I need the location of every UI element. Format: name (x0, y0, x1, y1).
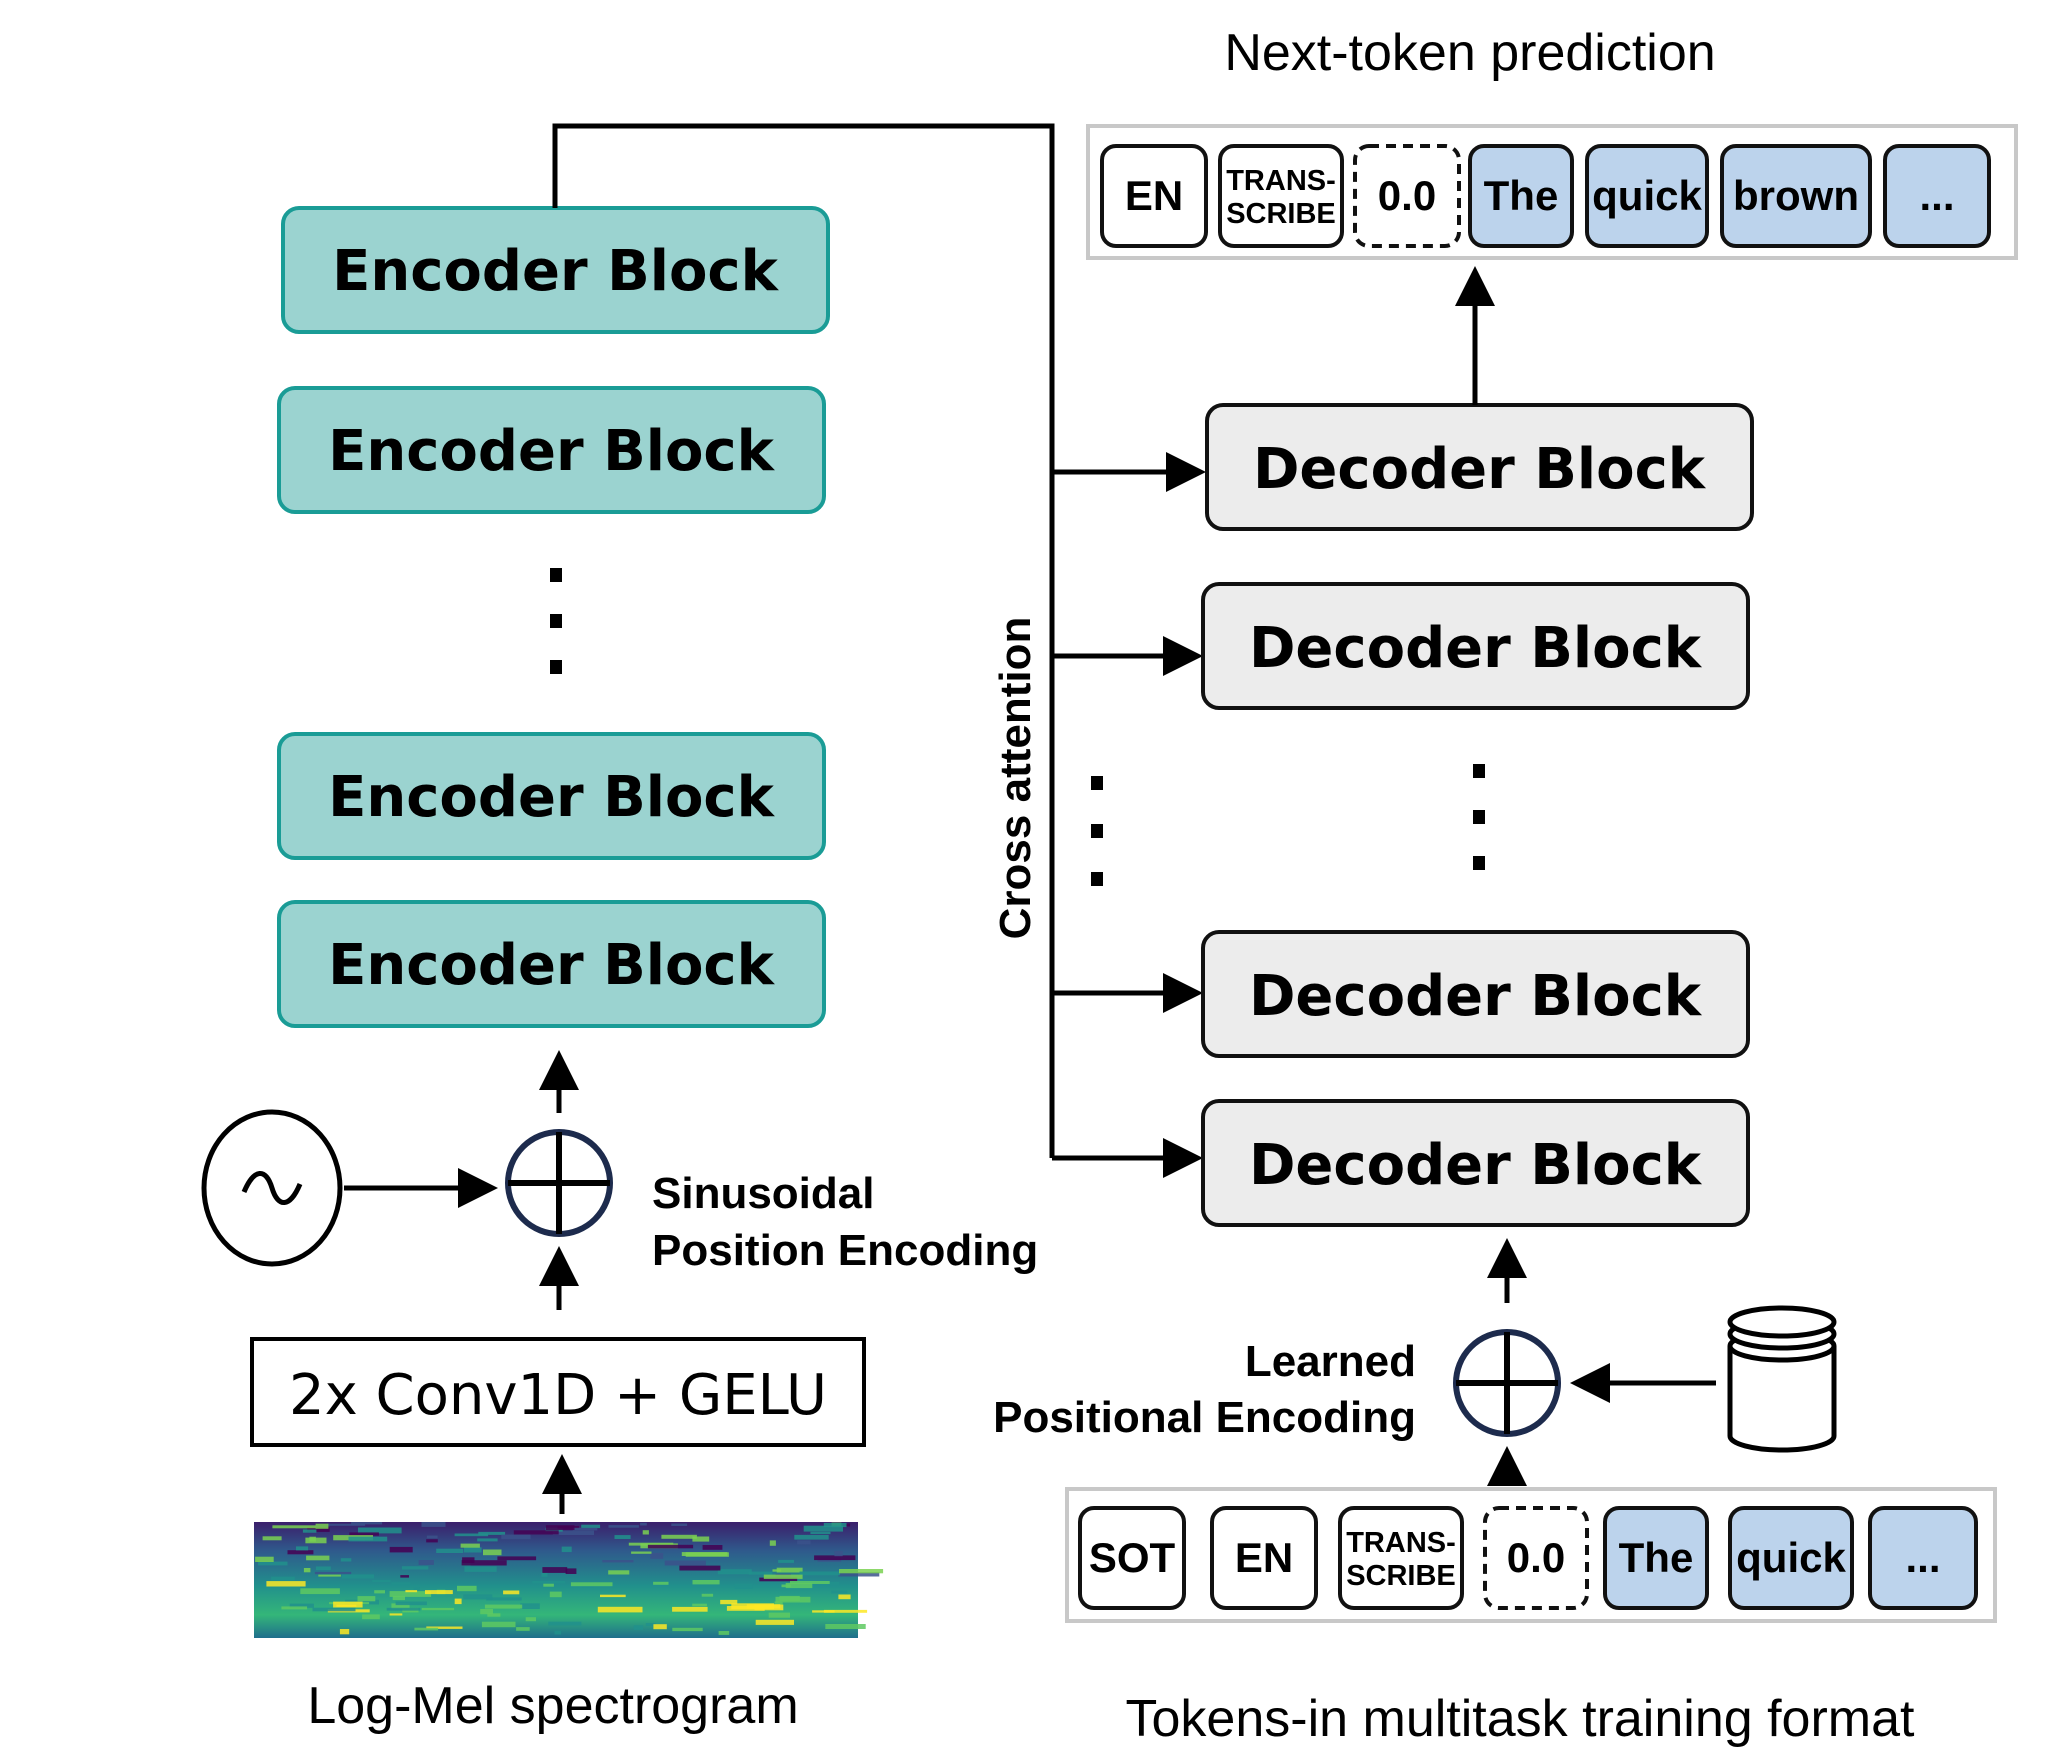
token-label: EN (1235, 1534, 1293, 1581)
learned-label-line1: Learned (1245, 1337, 1416, 1386)
decoder-block-4: Decoder Block (1201, 1099, 1750, 1227)
log-mel-spectrogram-image (254, 1522, 884, 1638)
token-transcribe: TRANS-SCRIBE (1218, 144, 1344, 248)
token-quick: quick (1728, 1506, 1854, 1610)
sine-wave-icon (241, 1171, 303, 1205)
encoder-output-line (552, 123, 1055, 1158)
encoder-block-label: Encoder Block (328, 765, 776, 830)
token-label: TRANS- (1226, 165, 1336, 197)
decoder-block-label: Decoder Block (1249, 964, 1703, 1029)
token-ellipsis: ... (1868, 1506, 1978, 1610)
decoder-block-label: Decoder Block (1249, 616, 1703, 681)
encoder-block-label: Encoder Block (328, 933, 776, 998)
token-the: The (1468, 144, 1574, 248)
token-label: brown (1733, 172, 1859, 219)
encoder-adder (505, 1129, 613, 1237)
conv-gelu-box: 2x Conv1D + GELU (250, 1337, 866, 1447)
token-en: EN (1100, 144, 1208, 248)
decoder-block-1: Decoder Block (1205, 403, 1754, 531)
token-label: SCRIBE (1226, 198, 1336, 230)
encoder-block-3: Encoder Block (277, 732, 826, 860)
token-label: 0.0 (1378, 172, 1436, 219)
token-label: SCRIBE (1346, 1560, 1456, 1592)
input-token-row: SOT EN TRANS-SCRIBE 0.0 The quick... (1078, 1506, 1978, 1610)
token-en: EN (1210, 1506, 1318, 1610)
encoder-block-label: Encoder Block (332, 239, 780, 304)
token-sot: SOT (1078, 1506, 1186, 1610)
decoder-block-2: Decoder Block (1201, 582, 1750, 710)
encoder-ellipsis (550, 568, 562, 674)
token-label: SOT (1089, 1534, 1176, 1581)
sinusoidal-label-line2: Position Encoding (652, 1226, 1038, 1275)
token-label: EN (1125, 172, 1183, 219)
token-quick: quick (1585, 144, 1709, 248)
decoder-block-label: Decoder Block (1253, 437, 1707, 502)
cross-attention-ellipsis (1091, 776, 1103, 886)
decoder-adder (1453, 1329, 1561, 1437)
spectrogram-caption: Log-Mel spectrogram (307, 1677, 798, 1735)
cross-attention-label: Cross attention (991, 617, 1040, 940)
tokens-caption: Tokens-in multitask training format (1126, 1690, 1916, 1748)
embedding-table-icon (1727, 1305, 1837, 1453)
token-label: ... (1919, 172, 1954, 219)
next-token-title: Next-token prediction (1224, 24, 1715, 82)
token-label: ... (1905, 1534, 1940, 1581)
encoder-block-1: Encoder Block (281, 206, 830, 334)
decoder-ellipsis (1473, 764, 1485, 870)
token-00: 0.0 (1483, 1506, 1589, 1610)
token-label: TRANS- (1346, 1527, 1456, 1559)
encoder-block-2: Encoder Block (277, 386, 826, 514)
conv-gelu-label: 2x Conv1D + GELU (289, 1363, 827, 1428)
token-ellipsis: ... (1883, 144, 1991, 248)
token-label: quick (1736, 1534, 1846, 1581)
encoder-block-label: Encoder Block (328, 419, 776, 484)
token-label: The (1484, 172, 1559, 219)
token-00: 0.0 (1353, 144, 1461, 248)
token-transcribe: TRANS-SCRIBE (1338, 1506, 1464, 1610)
token-label: The (1619, 1534, 1694, 1581)
learned-label-line2: Positional Encoding (993, 1393, 1416, 1442)
encoder-block-4: Encoder Block (277, 900, 826, 1028)
token-the: The (1603, 1506, 1709, 1610)
token-label: quick (1592, 172, 1702, 219)
decoder-block-3: Decoder Block (1201, 930, 1750, 1058)
sinusoid-source (201, 1109, 343, 1267)
decoder-block-label: Decoder Block (1249, 1133, 1703, 1198)
token-brown: brown (1720, 144, 1872, 248)
token-label: 0.0 (1507, 1534, 1565, 1581)
sinusoidal-label-line1: Sinusoidal (652, 1169, 874, 1218)
output-token-row: EN TRANS-SCRIBE 0.0 The quick brown... (1100, 144, 1991, 248)
